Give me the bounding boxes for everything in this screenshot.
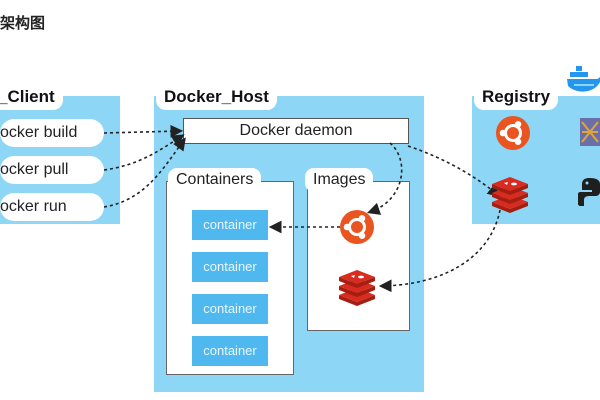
containers-title: Containers <box>168 168 262 192</box>
docker-host-title: Docker_Host <box>156 84 277 110</box>
arrow-daemon-to-image <box>366 142 403 215</box>
python-icon <box>578 178 600 206</box>
registry-title: Registry <box>474 84 559 110</box>
arrow-registry-to-image <box>378 209 501 293</box>
page-heading: 架构图 <box>0 15 46 32</box>
container-item: container <box>192 294 268 324</box>
container-item: container <box>192 252 268 282</box>
command-run: ocker run <box>0 193 104 221</box>
container-item: container <box>192 336 268 366</box>
arrow-run-to-daemon <box>103 137 186 208</box>
redis-icon <box>492 177 528 213</box>
images-title: Images <box>305 168 374 192</box>
docker-daemon: Docker daemon <box>183 118 409 144</box>
grid-app-icon <box>580 118 600 146</box>
arrow-build-to-daemon <box>103 124 184 138</box>
docker-whale-icon <box>567 66 600 92</box>
ubuntu-icon <box>340 210 374 244</box>
images-box <box>307 181 410 331</box>
command-pull: ocker pull <box>0 156 104 184</box>
ubuntu-icon <box>496 116 530 150</box>
command-build: ocker build <box>0 119 104 147</box>
arrow-daemon-to-registry <box>407 145 501 198</box>
container-item: container <box>192 210 268 240</box>
client-title: _Client <box>0 84 63 110</box>
redis-icon <box>339 270 375 306</box>
arrow-pull-to-daemon <box>103 134 185 171</box>
